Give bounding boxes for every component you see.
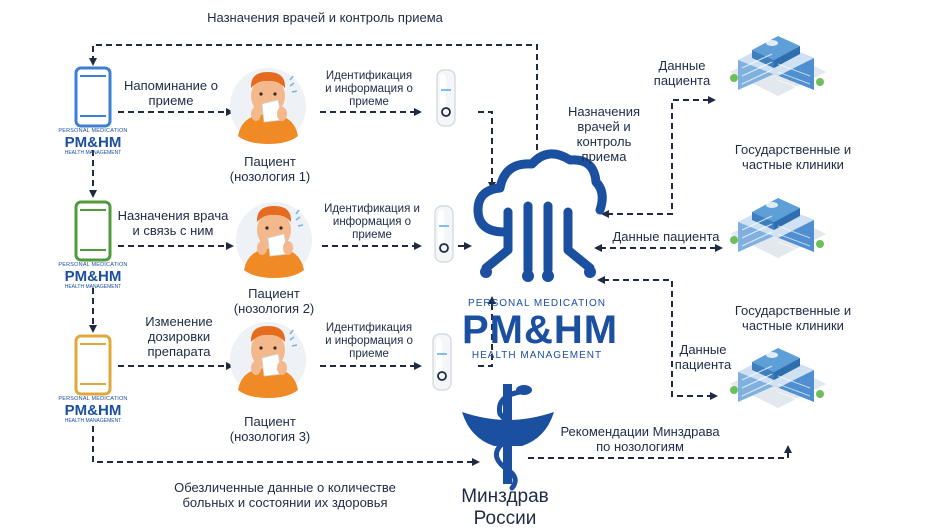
brand-line3: HEALTH MANAGEMENT	[471, 350, 603, 361]
patient-icon-1	[229, 67, 307, 145]
brand-line1: PERSONAL MEDICATION	[58, 262, 128, 268]
clinic-building-icon-3	[729, 347, 827, 409]
brand-line1: PERSONAL MEDICATION	[468, 298, 606, 309]
label-patient-1: Пациент(нозология 1)	[229, 154, 311, 184]
label-patient-data-2: Данные пациента	[612, 229, 720, 244]
label-patient-2: Пациент(нозология 2)	[233, 286, 315, 316]
clinic-building-icon-2	[729, 197, 827, 259]
phone-brand-logo-3: PERSONAL MEDICATION PM&HM HEALTH MANAGEM…	[58, 396, 128, 424]
arrow-cloud-clinic1	[601, 96, 716, 218]
pill-device-icon-3	[432, 333, 452, 391]
brand-line2: PM&HM	[462, 308, 619, 352]
brand-line3: HEALTH MANAGEMENT	[64, 418, 122, 424]
brand-line3: HEALTH MANAGEMENT	[64, 284, 122, 290]
label-patient-3: Пациент(нозология 3)	[229, 414, 311, 444]
brand-line3: HEALTH MANAGEMENT	[64, 150, 122, 156]
phone-icon-2	[74, 200, 112, 262]
clinic-building-icon-1	[729, 35, 827, 97]
cloud-logo-icon	[473, 149, 607, 275]
patient-icon-3	[229, 321, 307, 399]
arrow-ministry-clinics	[528, 445, 792, 459]
arrow-device1-cloud	[478, 111, 496, 190]
arrow-cloud-clinic3	[597, 276, 718, 400]
pill-device-icon-1	[436, 69, 456, 127]
brand-line2: PM&HM	[64, 268, 122, 285]
arrow-phone3-ministry	[92, 426, 480, 466]
brand-line2: PM&HM	[64, 402, 122, 419]
patient-icon-2	[235, 201, 313, 279]
brand-line1: PERSONAL MEDICATION	[58, 396, 128, 402]
arrow-device3-cloud	[478, 296, 496, 367]
phone-icon-3	[74, 334, 112, 396]
brand-line2: PM&HM	[64, 134, 122, 151]
pill-device-icon-2	[434, 205, 454, 263]
phone-brand-logo-2: PERSONAL MEDICATION PM&HM HEALTH MANAGEM…	[58, 262, 128, 290]
caduceus-icon	[462, 384, 554, 491]
phone-icon-1	[74, 66, 112, 128]
phone-brand-logo-1: PERSONAL MEDICATION PM&HM HEALTH MANAGEM…	[58, 128, 128, 156]
brand-logo-main: PERSONAL MEDICATION PM&HM HEALTH MANAGEM…	[462, 298, 619, 362]
brand-line1: PERSONAL MEDICATION	[58, 128, 128, 134]
label-top-flow: Назначения врачей и контроль приема	[207, 10, 443, 25]
